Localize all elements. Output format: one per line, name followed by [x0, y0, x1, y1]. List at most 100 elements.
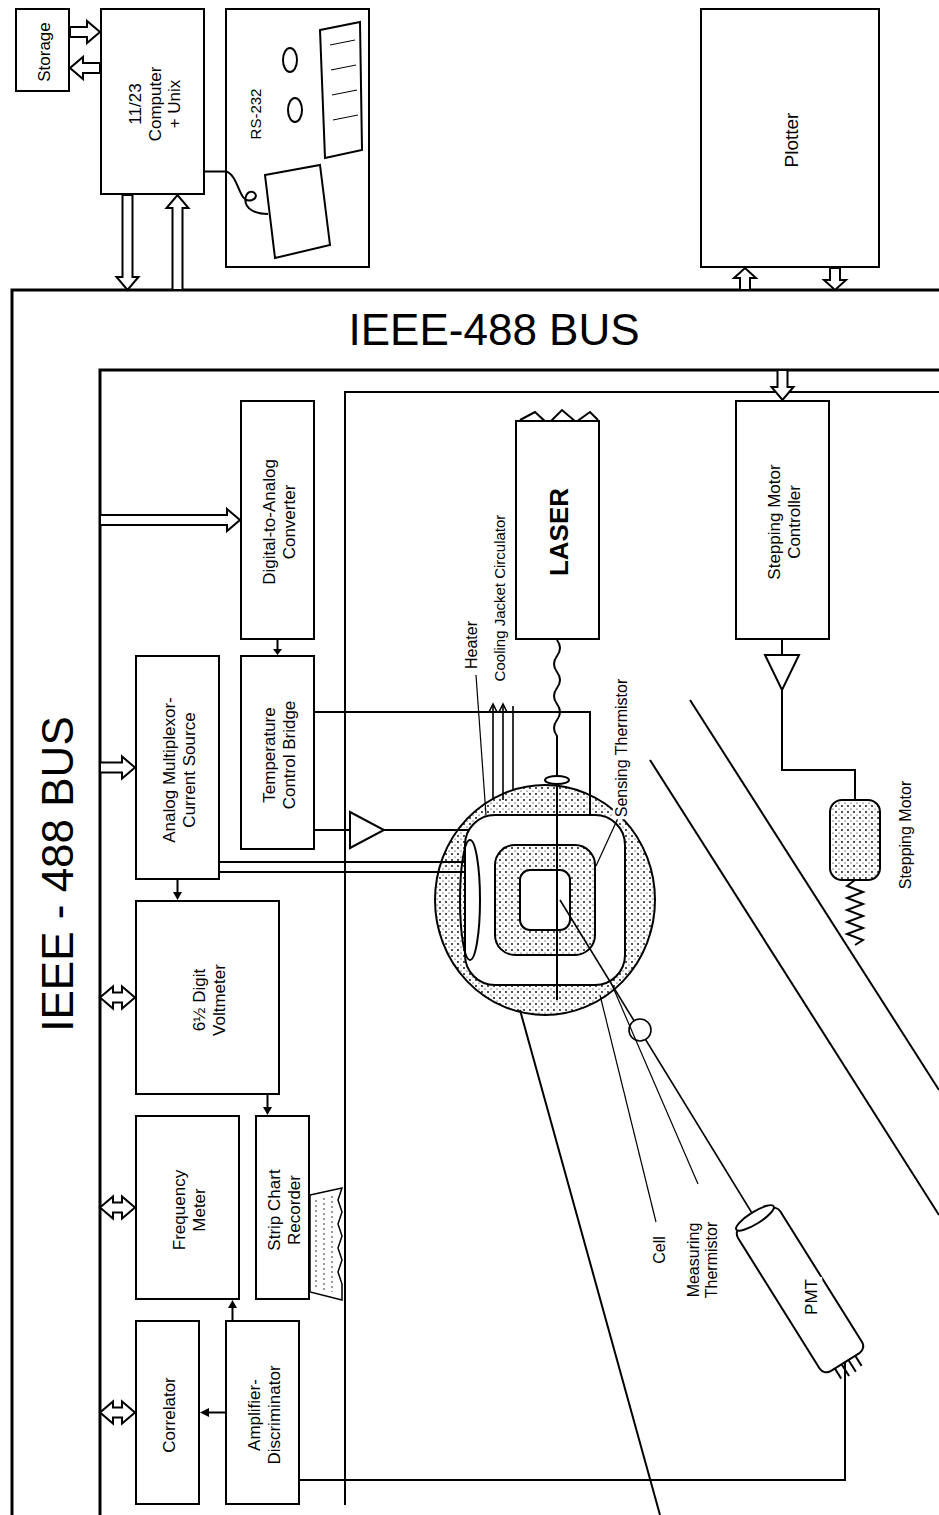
- bus-arrow: [772, 370, 794, 400]
- voltmeter-box: 6½ Digit Voltmeter: [135, 900, 280, 1095]
- signal-line: [267, 1095, 269, 1107]
- part-label: Cooling Jacket Circulator: [491, 513, 508, 684]
- signal-line: [209, 1412, 225, 1414]
- bus-arrow: [100, 757, 135, 779]
- signal-arrow: [263, 1095, 272, 1115]
- computer-box: 11/23 Computer + Unix: [100, 8, 205, 195]
- signal-arrow: [273, 640, 282, 655]
- bus-arrow: [734, 268, 756, 290]
- leader-lines: [596, 818, 618, 866]
- box-label: Analog Multiplexor- Current Source: [160, 675, 199, 865]
- bus-band: IEEE-488 BUS: [12, 290, 939, 370]
- terminal-drawing: [283, 48, 297, 72]
- strip-chart-paper: [310, 1188, 342, 1300]
- terminal-panel: RS-232: [225, 8, 370, 268]
- terminal-drawing: [320, 22, 362, 158]
- box-label: Frequency Meter: [170, 1155, 209, 1265]
- bus-arrow: [70, 21, 100, 43]
- converter-box: Digital-to-Analog Converter: [240, 400, 315, 640]
- motor-drive: [765, 640, 880, 945]
- bus-arrow: [167, 195, 189, 290]
- bus-arrow: [70, 57, 100, 79]
- sample-cell: [520, 870, 570, 930]
- bus-outline: [100, 370, 939, 1515]
- photomultiplier: [733, 1201, 777, 1234]
- photomultiplier: [734, 1205, 866, 1376]
- part-label: Heater: [463, 619, 481, 671]
- box-label: 11/23 Computer + Unix: [125, 60, 184, 148]
- pmt-signal-wire: [300, 1362, 845, 1480]
- part-label: PMT: [802, 1277, 822, 1317]
- laser-beam: [554, 640, 560, 1000]
- signal-line: [232, 1308, 234, 1320]
- bus-arrow: [70, 57, 100, 79]
- photomultiplier: [835, 1356, 863, 1381]
- bench-frame: [345, 392, 939, 1505]
- terminal-drawing: [288, 98, 302, 122]
- storage-box: Storage: [15, 8, 70, 92]
- bus-arrow: [100, 509, 240, 531]
- part-label: Measuring Thermistor: [685, 1203, 722, 1317]
- controller-box: Stepping Motor Controller: [735, 400, 830, 640]
- terminal-drawing: [225, 171, 268, 214]
- multiplexor-box: Analog Multiplexor- Current Source: [135, 655, 220, 880]
- signal-arrow: [200, 1408, 225, 1417]
- sample-cell: [435, 785, 655, 1015]
- bus-band: IEEE - 488 BUS: [12, 370, 100, 1515]
- signal-arrow: [173, 880, 182, 900]
- frequency-meter-box: Frequency Meter: [135, 1115, 240, 1300]
- box-label: Digital-to-Analog Converter: [260, 442, 299, 602]
- bus-outline: [12, 290, 939, 1515]
- recorder-box: Strip Chart Recorder: [255, 1115, 310, 1300]
- pmt-signal-wire: [300, 1362, 845, 1480]
- bus-arrow: [824, 268, 846, 290]
- leader-lines: [476, 675, 486, 815]
- bus-arrow: [167, 195, 189, 290]
- leader-lines: [600, 995, 656, 1222]
- box-label: Stepping Motor Controller: [765, 447, 804, 597]
- box-label: Strip Chart Recorder: [265, 1155, 304, 1265]
- photomultiplier: [731, 1200, 874, 1388]
- arrow-head: [200, 1408, 209, 1417]
- box-label: LASER: [545, 430, 575, 634]
- bus-arrow: [117, 195, 139, 290]
- cooling-tubes: [489, 704, 507, 712]
- sample-cell: [495, 845, 595, 955]
- box-label: Temperature Control Bridge: [260, 690, 299, 820]
- bus-arrow: [100, 1197, 135, 1219]
- box-label: 6½ Digit Voltmeter: [190, 945, 229, 1055]
- sample-cell: [460, 840, 480, 960]
- motor-drive: [847, 880, 863, 945]
- temperature-amplifier: [350, 812, 384, 848]
- bus-arrow: [100, 757, 135, 779]
- optical-bench: [690, 700, 939, 1090]
- bus-arrow: [772, 370, 794, 400]
- bus-arrow: [100, 987, 135, 1009]
- plotter-box: Plotter: [700, 8, 880, 268]
- strip-chart-paper: [310, 1188, 342, 1300]
- control-bridge-box: Temperature Control Bridge: [240, 655, 315, 850]
- bus-arrow: [824, 268, 846, 290]
- box-label: Amplifier- Discriminator: [245, 1350, 284, 1480]
- arrow-head: [173, 892, 182, 900]
- box-label: Plotter: [781, 18, 803, 262]
- bench-frame: [345, 392, 939, 1505]
- laser-box: LASER: [515, 420, 600, 640]
- terminal-drawing: [330, 40, 358, 120]
- motor-drive: [782, 690, 855, 800]
- terminal-drawing: [225, 22, 362, 258]
- bus-arrow: [117, 195, 139, 290]
- strip-chart-paper: [316, 1196, 332, 1292]
- bus-arrow: [70, 21, 100, 43]
- box-label: IEEE-488 BUS: [349, 305, 640, 356]
- signal-arrow: [228, 1300, 237, 1320]
- laser-beam: [545, 776, 569, 784]
- bus-arrow: [100, 1197, 135, 1219]
- arrow-head: [228, 1300, 237, 1308]
- sample-cell: [465, 815, 625, 985]
- bus-arrow: [100, 1402, 135, 1424]
- box-label: Correlator: [160, 1330, 180, 1499]
- signal-line: [177, 880, 179, 892]
- part-label: Cell: [651, 1234, 669, 1266]
